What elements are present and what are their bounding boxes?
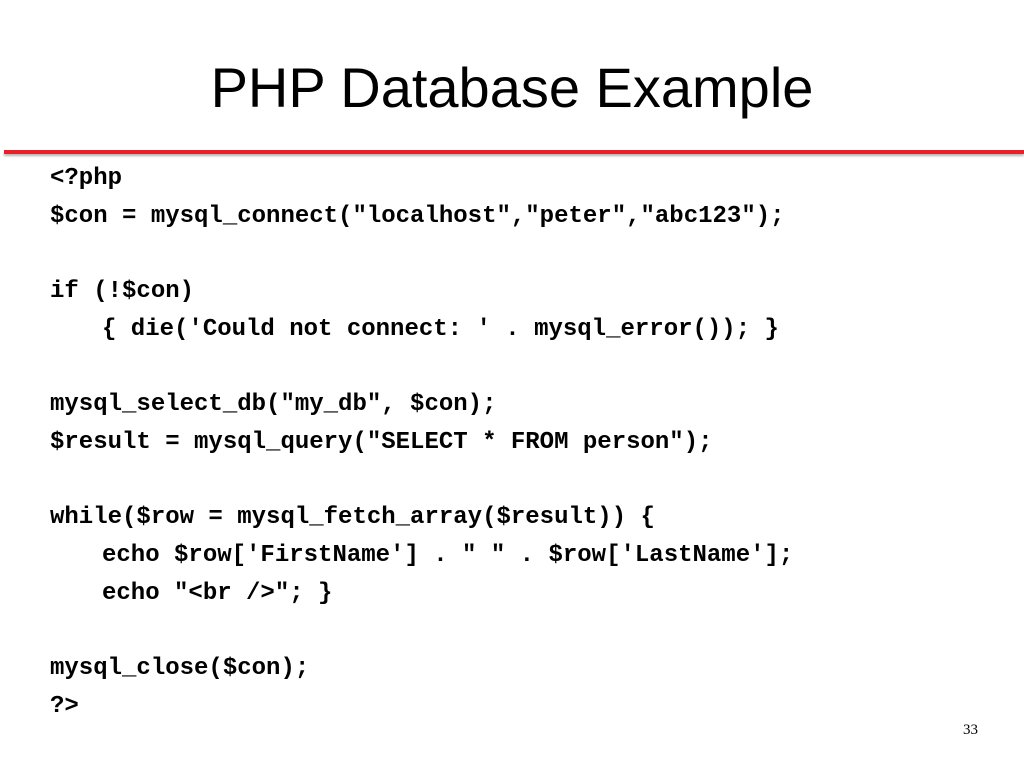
code-line: $con = mysql_connect("localhost","peter"…	[50, 202, 785, 230]
code-line: while($row = mysql_fetch_array($result))…	[50, 504, 655, 532]
title-divider	[4, 150, 1024, 154]
code-line: echo "<br />"; }	[102, 579, 333, 607]
code-line-blank	[50, 462, 793, 500]
code-line: <?php	[50, 165, 123, 192]
code-line: ?>	[50, 692, 79, 720]
code-line: if (!$con)	[50, 278, 195, 306]
slide-title: PHP Database Example	[210, 56, 814, 119]
page-number: 33	[963, 722, 978, 738]
code-line-blank	[50, 235, 793, 273]
code-line: $result = mysql_query("SELECT * FROM per…	[50, 428, 713, 456]
code-line-blank	[50, 612, 793, 650]
code-line-blank	[50, 348, 793, 386]
code-line: mysql_select_db("my_db", $con);	[50, 391, 497, 419]
code-line: mysql_close($con);	[50, 654, 310, 682]
code-line: { die('Could not connect: ' . mysql_erro…	[102, 315, 779, 343]
code-line: echo $row['FirstName'] . " " . $row['Las…	[102, 541, 794, 569]
code-block: <?php $con = mysql_connect("localhost","…	[50, 160, 793, 725]
